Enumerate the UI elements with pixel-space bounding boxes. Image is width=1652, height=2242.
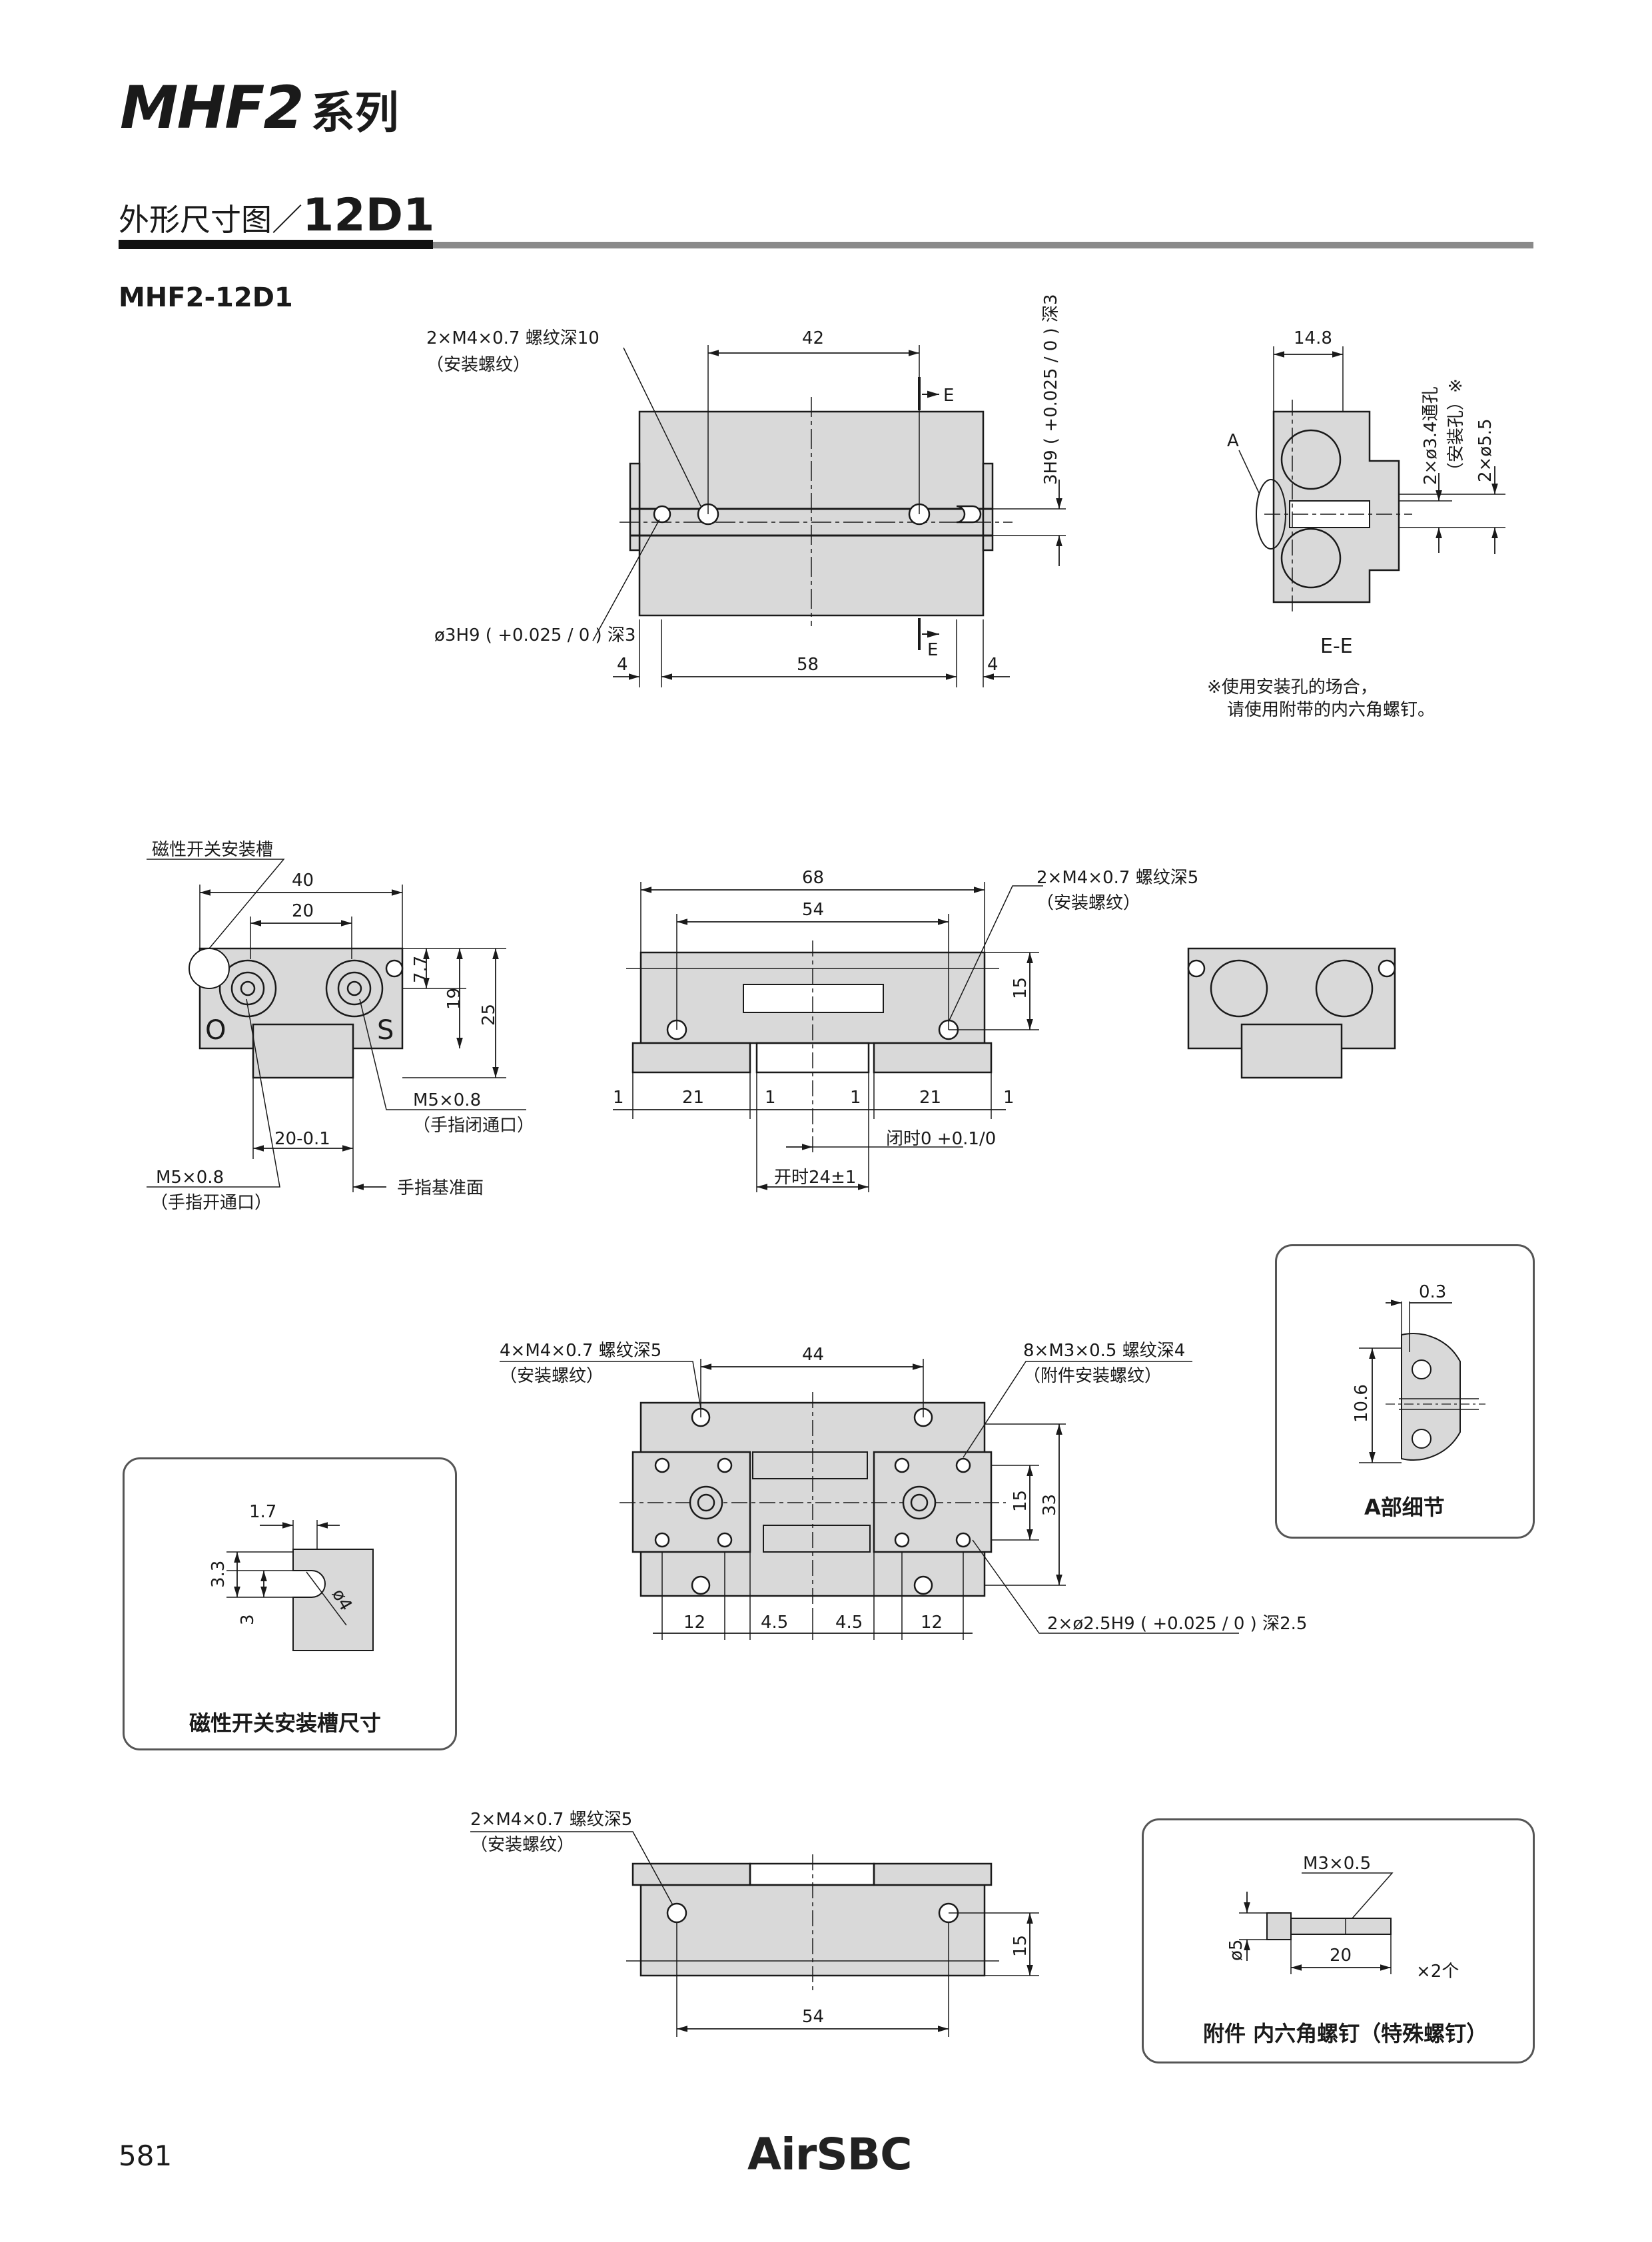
section-prefix: 外形尺寸图／ [119, 202, 302, 238]
bottom-dim-4-5b: 4.5 [835, 1613, 863, 1633]
section-ee [1238, 346, 1505, 615]
screw-qty: ×2个 [1416, 1962, 1459, 1982]
side-dim-7-7: 7.7 [411, 956, 431, 983]
header-rule-accent [119, 240, 433, 249]
top-dim-4-right: 4 [987, 655, 999, 675]
right-side-view [1187, 947, 1396, 1079]
section-code: 12D1 [302, 189, 435, 242]
bottom-callout-thread-sub: （安装螺纹） [500, 1366, 604, 1386]
screw-dim-20: 20 [1330, 1946, 1352, 1966]
front-dim-1a: 1 [613, 1088, 624, 1108]
bottom-dim-33: 33 [1040, 1494, 1060, 1516]
side-callout-close: M5×0.8 [413, 1090, 481, 1110]
front-callout-thread-sub: （安装螺纹） [1036, 893, 1140, 913]
screw-caption: 附件 内六角螺钉（特殊螺钉） [1203, 2021, 1487, 2046]
screw-detail-drawing [1239, 1872, 1394, 1974]
side-callout-open: M5×0.8 [156, 1168, 224, 1188]
bottom-callout-pin: 2×ø2.5H9 ( +0.025 / 0 ) 深2.5 [1047, 1614, 1307, 1634]
slot-dim-1-7: 1.7 [249, 1502, 276, 1522]
screw-dim-d5: ø5 [1226, 1940, 1246, 1961]
top-view [592, 345, 1066, 687]
front-dim-1c: 1 [850, 1088, 861, 1108]
side-dim-40: 40 [292, 871, 314, 891]
slot-detail-drawing [226, 1520, 374, 1651]
side-dim-20: 20 [292, 901, 314, 921]
bottom-dim-4-5a: 4.5 [761, 1613, 788, 1633]
slot-detail-box [123, 1457, 457, 1750]
top-section-mark-bottom: E [927, 640, 938, 660]
top-dim-42: 42 [802, 328, 824, 348]
rear-view [470, 1831, 1039, 2037]
front-dim-1b: 1 [765, 1088, 776, 1108]
front-open: 开时24±1 [774, 1168, 856, 1188]
rear-dim-54: 54 [802, 2007, 824, 2027]
side-view [147, 859, 526, 1192]
front-closed: 闭时0 +0.1/0 [886, 1129, 996, 1149]
header-rule [119, 242, 1533, 248]
bottom-callout-m3-sub: （附件安装螺纹） [1023, 1366, 1162, 1386]
a-detail-dim-0-3: 0.3 [1419, 1282, 1446, 1302]
side-dim-19: 19 [444, 988, 464, 1010]
ee-dim-14-8: 14.8 [1294, 328, 1332, 348]
top-callout-pin: ø3H9 ( +0.025 / 0 ) 深3 [434, 625, 635, 645]
top-callout-thread-sub: （安装螺纹） [426, 355, 530, 375]
front-dim-15: 15 [1011, 977, 1031, 999]
ee-note-2: 请使用附带的内六角螺钉。 [1227, 700, 1435, 720]
front-callout-thread: 2×M4×0.7 螺纹深5 [1036, 868, 1198, 888]
ee-note-1: ※使用安装孔的场合， [1207, 677, 1378, 697]
ee-caption: E-E [1320, 635, 1353, 658]
side-callout-open-sub: （手指开通口） [151, 1193, 272, 1213]
front-dim-1d: 1 [1003, 1088, 1015, 1108]
a-detail-dim-10-6: 10.6 [1352, 1384, 1372, 1423]
screw-dim-m3: M3×0.5 [1303, 1854, 1371, 1874]
side-label-s: S [377, 1015, 394, 1046]
rear-callout-thread: 2×M4×0.7 螺纹深5 [470, 1810, 632, 1830]
a-detail-caption: A部细节 [1364, 1495, 1445, 1520]
ee-dim-hole-sub: （安装孔）※ [1446, 378, 1466, 480]
bottom-callout-thread: 4×M4×0.7 螺纹深5 [500, 1341, 661, 1361]
series-suffix: 系列 [310, 87, 399, 139]
model-label: MHF2-12D1 [119, 282, 293, 313]
slot-dim-3-3: 3.3 [208, 1561, 228, 1588]
brand-logo: AirSBC [747, 2129, 913, 2180]
side-finger-ref: 手指基准面 [397, 1178, 484, 1198]
bottom-callout-m3: 8×M3×0.5 螺纹深4 [1023, 1341, 1185, 1361]
screw-detail-box [1142, 1818, 1535, 2063]
bottom-dim-15: 15 [1011, 1490, 1031, 1512]
bottom-view [500, 1359, 1239, 1640]
front-view [613, 882, 1043, 1192]
page-number: 581 [119, 2139, 173, 2172]
front-dim-21b: 21 [919, 1088, 941, 1108]
rear-callout-thread-sub: （安装螺纹） [470, 1835, 574, 1855]
ee-label-a: A [1227, 431, 1239, 451]
bottom-dim-12b: 12 [921, 1613, 943, 1633]
bottom-dim-12a: 12 [683, 1613, 705, 1633]
front-dim-54: 54 [802, 900, 824, 920]
top-callout-thread: 2×M4×0.7 螺纹深10 [426, 328, 600, 348]
front-dim-21a: 21 [682, 1088, 704, 1108]
series-model: MHF2 [120, 73, 304, 142]
top-section-mark-top: E [943, 386, 954, 406]
bottom-dim-44: 44 [802, 1345, 824, 1365]
section-title: 外形尺寸图／12D1 [119, 193, 434, 238]
side-dim-25: 25 [479, 1004, 499, 1026]
side-label-o: O [205, 1015, 226, 1046]
top-dim-4-left: 4 [617, 655, 628, 675]
front-dim-68: 68 [802, 868, 824, 888]
slot-dim-3: 3 [238, 1614, 258, 1625]
top-dim-3h9: 3H9 ( +0.025 / 0 ) 深3 [1041, 294, 1061, 485]
top-dim-58: 58 [797, 655, 819, 675]
rear-dim-15: 15 [1011, 1935, 1031, 1957]
side-callout-slot: 磁性开关安装槽 [152, 840, 273, 860]
side-callout-close-sub: （手指闭通口） [413, 1116, 534, 1136]
a-detail-drawing [1359, 1300, 1485, 1463]
side-dim-20-tol: 20-0.1 [274, 1129, 330, 1149]
ee-dim-hole: 2×ø3.4通孔 [1421, 386, 1441, 485]
ee-dim-5-5: 2×ø5.5 [1475, 418, 1495, 482]
slot-caption: 磁性开关安装槽尺寸 [189, 1710, 381, 1736]
